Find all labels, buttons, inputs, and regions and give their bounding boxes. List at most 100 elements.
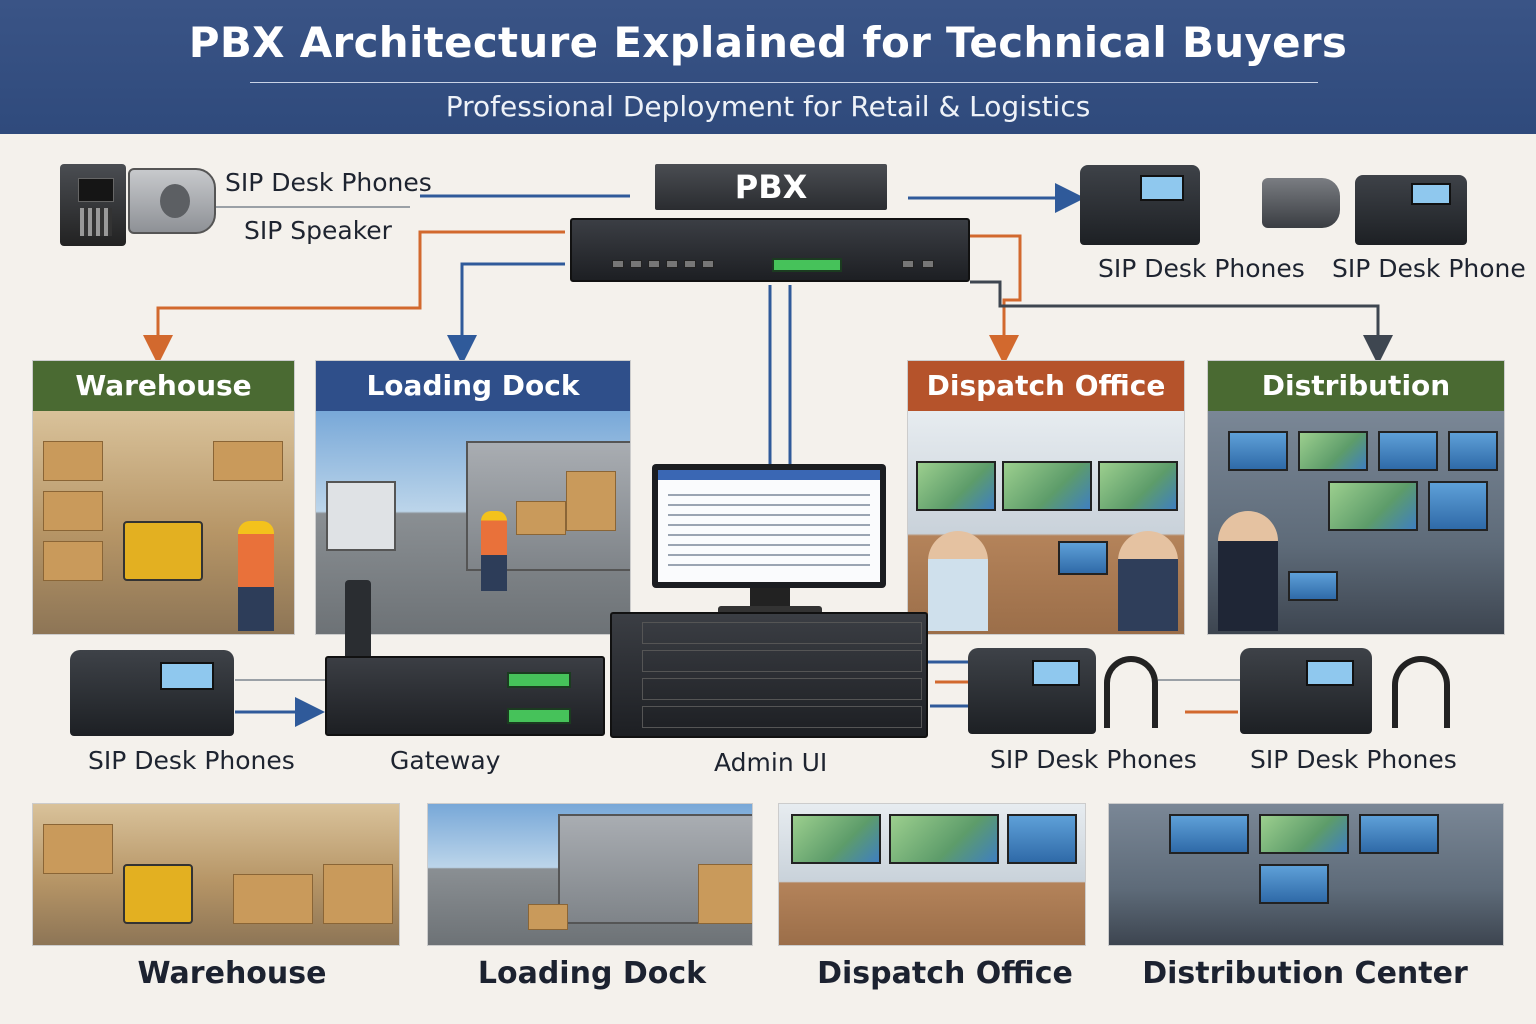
panel-warehouse-title: Warehouse — [33, 361, 294, 411]
truck-cab — [326, 481, 396, 551]
gateway-display — [507, 672, 571, 688]
bottom-label-warehouse: Warehouse — [137, 956, 327, 991]
pbx-port — [702, 260, 714, 268]
wall-screen — [791, 814, 881, 864]
desk-phone-right-2 — [1240, 648, 1372, 734]
wall-screen — [1002, 461, 1092, 511]
crate — [43, 441, 103, 481]
desk-phone-topright-1 — [1080, 165, 1200, 245]
pbx-port — [648, 260, 660, 268]
gateway-device — [325, 656, 605, 736]
wall-screen — [1228, 431, 1288, 471]
label-gateway: Gateway — [390, 746, 501, 775]
wall-screen — [1378, 431, 1438, 471]
forklift — [123, 864, 193, 924]
desk-monitor — [1288, 571, 1338, 601]
worker — [481, 511, 507, 591]
wall-screen — [1448, 431, 1498, 471]
label-sip-desk-phone-topright: SIP Desk Phone — [1332, 254, 1526, 283]
forklift — [123, 521, 203, 581]
bottom-label-distribution-center: Distribution Center — [1142, 956, 1468, 991]
monitor-base — [718, 606, 822, 616]
crate — [698, 864, 752, 924]
bottom-photo-dispatch-office — [778, 803, 1086, 946]
desk-phone-left — [70, 650, 234, 736]
bottom-photo-loading-dock — [427, 803, 753, 946]
pbx-port — [612, 260, 624, 268]
gateway-display — [507, 708, 571, 724]
admin-table-row — [668, 514, 870, 516]
admin-table-row — [668, 544, 870, 546]
panel-loading-dock-title: Loading Dock — [316, 361, 630, 411]
phone-screen — [160, 662, 214, 690]
server-unit — [642, 706, 922, 728]
admin-table-row — [668, 524, 870, 526]
pbx-server-unit — [570, 218, 970, 282]
admin-server-stack — [610, 612, 928, 738]
pbx-label: PBX — [655, 164, 887, 210]
wire-pbx-dispatch — [970, 234, 1022, 365]
panel-warehouse: Warehouse — [32, 360, 295, 635]
label-sip-desk-phones-topleft: SIP Desk Phones — [225, 168, 432, 197]
pbx-port — [630, 260, 642, 268]
panel-distribution-center: Distribution Center — [1207, 360, 1505, 635]
sip-intercom-device — [60, 164, 126, 246]
server-unit — [642, 622, 922, 644]
wall-screen — [916, 461, 996, 511]
crate — [516, 501, 566, 535]
label-sip-desk-phones-right-1: SIP Desk Phones — [990, 745, 1197, 774]
panel-dispatch-office-title: Dispatch Office — [908, 361, 1184, 411]
header-banner: PBX Architecture Explained for Technical… — [0, 0, 1536, 134]
admin-table-row — [668, 554, 870, 556]
phone-screen — [1306, 660, 1354, 686]
bottom-label-dispatch-office: Dispatch Office — [817, 956, 1073, 991]
bottom-photo-warehouse — [32, 803, 400, 946]
panel-dispatch-office: Dispatch Office — [907, 360, 1185, 635]
page-subtitle: Professional Deployment for Retail & Log… — [445, 90, 1091, 123]
phone-screen — [1032, 660, 1080, 686]
wall-screen — [1359, 814, 1439, 854]
pbx-port — [666, 260, 678, 268]
label-admin-ui: Admin UI — [714, 748, 828, 777]
pbx-port — [902, 260, 914, 268]
label-sip-desk-phones-right-2: SIP Desk Phones — [1250, 745, 1457, 774]
worker — [238, 521, 274, 631]
pbx-port — [684, 260, 696, 268]
wire-pbx-distribution — [970, 280, 1393, 365]
operator — [1118, 531, 1178, 631]
crate — [43, 824, 113, 874]
crate — [213, 441, 283, 481]
desk-phone-right-1 — [968, 648, 1096, 734]
label-sip-desk-phones-topright: SIP Desk Phones — [1098, 254, 1305, 283]
desk-phone-topright-2 — [1355, 175, 1467, 245]
header-divider — [250, 82, 1318, 83]
crate — [323, 864, 393, 924]
pbx-display — [772, 258, 842, 272]
headset-icon — [1392, 656, 1450, 728]
desk-monitor — [1058, 541, 1108, 575]
wall-screen — [1098, 461, 1178, 511]
admin-table-row — [668, 494, 870, 496]
crate — [233, 874, 313, 924]
crate — [43, 541, 103, 581]
admin-table-row — [668, 504, 870, 506]
headset-icon — [1104, 656, 1158, 728]
warehouse-scene — [33, 411, 294, 634]
admin-ui-screen — [658, 470, 880, 582]
wall-screen — [1169, 814, 1249, 854]
dispatch-office-scene — [908, 411, 1184, 634]
panel-distribution-center-title: Distribution Center — [1208, 361, 1504, 452]
wall-screen — [1428, 481, 1488, 531]
speaker-cone — [160, 184, 190, 218]
admin-ui-monitor — [652, 464, 886, 588]
phone-screen — [1411, 183, 1451, 205]
phone-screen — [1140, 175, 1184, 201]
label-sip-speaker: SIP Speaker — [244, 216, 392, 245]
intercom-keypad — [80, 208, 112, 236]
operator — [1218, 511, 1278, 631]
intercom-screen — [78, 178, 114, 202]
wire-pbx-warehouse — [143, 230, 565, 365]
horn-speaker-topright — [1262, 178, 1340, 228]
sip-speaker-horn — [128, 168, 216, 234]
